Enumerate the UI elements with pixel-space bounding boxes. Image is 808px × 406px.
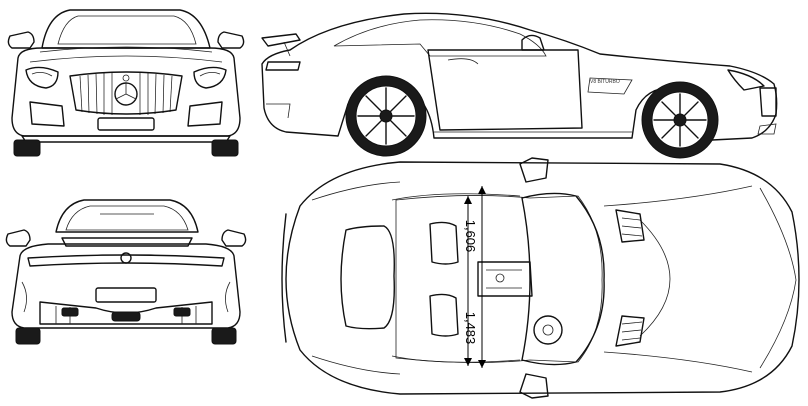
top-view — [281, 157, 800, 399]
front-wheel — [641, 81, 719, 159]
width-lower-label: 1,483 — [463, 312, 478, 345]
rear-wheel — [345, 75, 427, 157]
rear-view — [5, 199, 247, 345]
front-view — [7, 9, 245, 157]
dimension-lines — [464, 186, 486, 368]
svg-text:V8 BITURBO: V8 BITURBO — [590, 79, 620, 85]
width-upper-label: 1,606 — [463, 220, 478, 253]
side-view: V8 BITURBO — [261, 12, 778, 159]
